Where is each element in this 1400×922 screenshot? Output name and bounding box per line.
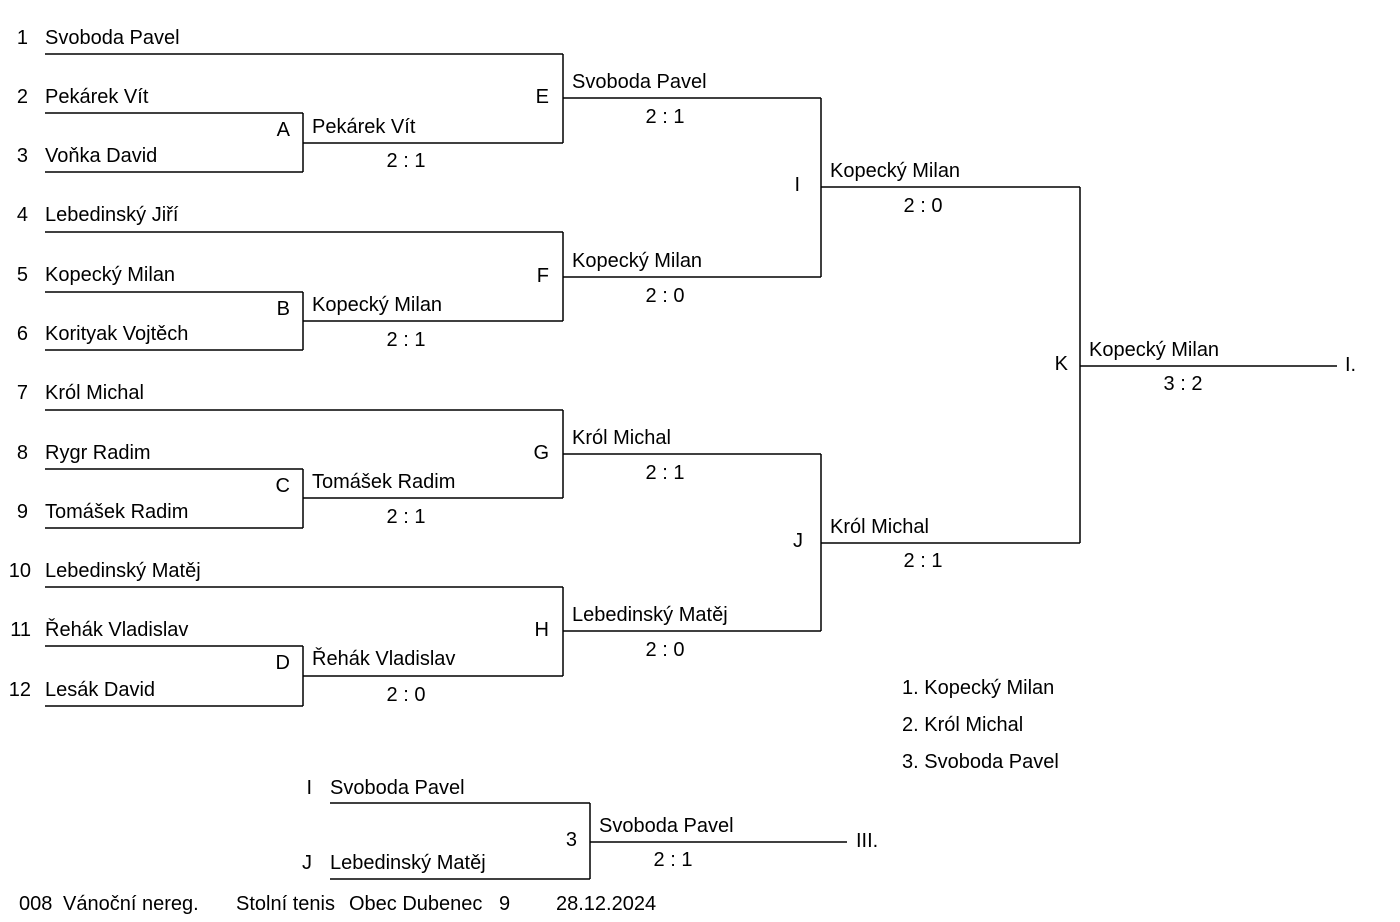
seed-name: Voňka David [45, 145, 157, 167]
match-score: 2 : 0 [904, 195, 943, 217]
match-winner: Król Michal [830, 516, 929, 538]
seed-number: 8 [17, 442, 28, 464]
third-place-match: I Svoboda Pavel J Lebedinský Matěj 3 Svo… [302, 777, 878, 874]
third-place-label: III. [856, 830, 878, 852]
match-winner: Tomášek Radim [312, 471, 455, 493]
match-winner: Řehák Vladislav [312, 647, 455, 670]
footer-venue: Obec Dubenec [349, 893, 483, 915]
match-winner: Kopecký Milan [1089, 339, 1219, 361]
match-score: 2 : 0 [646, 639, 685, 661]
match-score: 2 : 1 [387, 506, 426, 528]
match-label: I [794, 174, 800, 196]
third-top-name: Svoboda Pavel [330, 777, 465, 799]
seed-number: 3 [17, 145, 28, 167]
match-label: D [276, 652, 290, 674]
match-score: 2 : 1 [387, 150, 426, 172]
seed-name: Řehák Vladislav [45, 618, 188, 641]
seed-number: 12 [9, 679, 31, 701]
seed-number: 6 [17, 323, 28, 345]
seed-name: Lesák David [45, 679, 155, 701]
standing-item: 2. Król Michal [902, 714, 1023, 736]
third-top-label: I [306, 777, 312, 799]
match-label: F [537, 265, 549, 287]
match-winner: Król Michal [572, 427, 671, 449]
seed-name: Tomášek Radim [45, 501, 188, 523]
standing-item: 1. Kopecký Milan [902, 677, 1054, 699]
match-label: E [536, 86, 549, 108]
matches: A Pekárek Vít 2 : 1 B Kopecký Milan 2 : … [276, 71, 1357, 706]
seed-name: Kopecký Milan [45, 264, 175, 286]
match-winner: Svoboda Pavel [572, 71, 707, 93]
match-label: K [1055, 353, 1069, 375]
match-score: 2 : 1 [387, 329, 426, 351]
seed-number: 1 [17, 27, 28, 49]
third-bottom-name: Lebedinský Matěj [330, 852, 486, 874]
seed-number: 5 [17, 264, 28, 286]
match-score: 2 : 1 [646, 106, 685, 128]
match-score: 3 : 2 [1164, 373, 1203, 395]
bracket-lines [45, 53, 1337, 880]
standing-item: 3. Svoboda Pavel [902, 751, 1059, 773]
seed-name: Król Michal [45, 382, 144, 404]
footer-event: Vánoční nereg. [63, 893, 199, 915]
match-score: 2 : 0 [387, 684, 426, 706]
third-match-label: 3 [566, 829, 577, 851]
seed-number: 4 [17, 204, 28, 226]
footer-count: 9 [499, 893, 511, 915]
match-label: J [793, 530, 803, 552]
match-score: 2 : 1 [904, 550, 943, 572]
seed-number: 11 [10, 619, 31, 641]
seed-name: Svoboda Pavel [45, 27, 180, 49]
seed-number: 10 [9, 560, 31, 582]
seed-number: 2 [17, 86, 28, 108]
seed-list: 1 Svoboda Pavel 2 Pekárek Vít 3 Voňka Da… [9, 27, 201, 701]
seed-name: Pekárek Vít [45, 86, 149, 108]
third-winner: Svoboda Pavel [599, 815, 734, 837]
seed-name: Rygr Radim [45, 442, 151, 464]
match-winner: Pekárek Vít [312, 116, 416, 138]
seed-name: Korityak Vojtěch [45, 323, 188, 345]
footer-code: 008 [19, 893, 53, 915]
footer-sport: Stolní tenis [236, 893, 335, 915]
match-label: A [277, 119, 291, 141]
final-place-label: I. [1345, 354, 1356, 376]
match-winner: Kopecký Milan [830, 160, 960, 182]
match-winner: Kopecký Milan [312, 294, 442, 316]
seed-number: 9 [17, 501, 28, 523]
seed-name: Lebedinský Jiří [45, 204, 179, 226]
match-score: 2 : 1 [646, 462, 685, 484]
match-winner: Lebedinský Matěj [572, 604, 728, 626]
third-bottom-label: J [302, 852, 312, 874]
match-label: C [276, 475, 290, 497]
match-score: 2 : 0 [646, 285, 685, 307]
third-score: 2 : 1 [654, 849, 693, 871]
seed-number: 7 [17, 382, 28, 404]
match-label: H [535, 619, 549, 641]
seed-name: Lebedinský Matěj [45, 560, 201, 582]
footer-date: 28.12.2024 [556, 893, 657, 915]
final-standings: 1. Kopecký Milan 2. Król Michal 3. Svobo… [902, 677, 1059, 773]
match-label: B [277, 298, 290, 320]
match-label: G [533, 442, 549, 464]
match-winner: Kopecký Milan [572, 250, 702, 272]
